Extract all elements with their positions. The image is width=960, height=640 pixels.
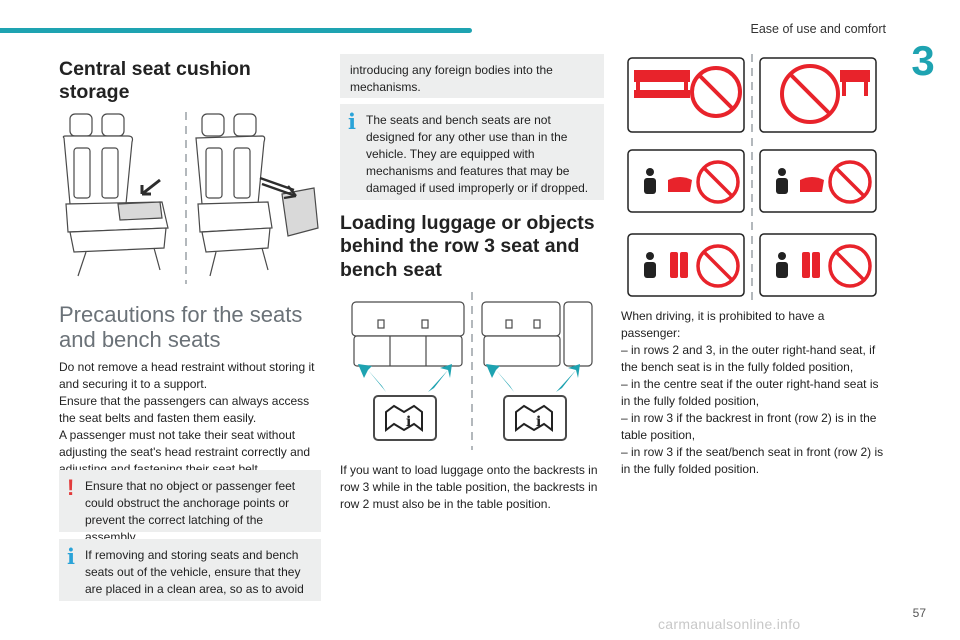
chapter-title: Ease of use and comfort bbox=[750, 22, 887, 36]
page-number: 57 bbox=[912, 606, 926, 620]
prohibition-intro: When driving, it is prohibited to have a… bbox=[621, 309, 825, 340]
central-seat-cushion-title: Central seat cushion storage bbox=[59, 58, 251, 104]
prohibition-item-4: – in row 3 if the seat/bench seat in fro… bbox=[621, 445, 884, 476]
warning-note: ! Ensure that no object or passenger fee… bbox=[59, 470, 321, 544]
warning-icon: ! bbox=[67, 475, 75, 500]
precaution-paragraph-3: A passenger must not take their seat wit… bbox=[59, 428, 311, 476]
prohibition-item-2: – in the centre seat if the outer right-… bbox=[621, 377, 879, 408]
svg-text:i: i bbox=[536, 414, 541, 430]
info-note-storage: i If removing and storing seats and benc… bbox=[59, 539, 321, 601]
info-note-storage-text: If removing and storing seats and bench … bbox=[85, 548, 304, 596]
precaution-paragraph-1: Do not remove a head restraint without s… bbox=[59, 360, 315, 391]
precaution-paragraph-2: Ensure that the passengers can always ac… bbox=[59, 394, 310, 425]
luggage-paragraph: If you want to load luggage onto the bac… bbox=[340, 463, 598, 511]
warning-note-text: Ensure that no object or passenger feet … bbox=[85, 479, 296, 544]
seat-cushion-illustration bbox=[62, 112, 319, 284]
info-note-usage-text: The seats and bench seats are not design… bbox=[366, 113, 589, 195]
info-note-usage: i The seats and bench seats are not desi… bbox=[340, 104, 604, 200]
precautions-title: Precautions for the seats and bench seat… bbox=[59, 302, 303, 353]
info-note-continued: introducing any foreign bodies into the … bbox=[340, 54, 604, 98]
watermark: carmanualsonline.info bbox=[658, 616, 801, 632]
prohibition-item-3: – in row 3 if the backrest in front (row… bbox=[621, 411, 877, 442]
prohibited-passenger-pictograms bbox=[627, 54, 877, 302]
loading-luggage-title: Loading luggage or objects behind the ro… bbox=[340, 212, 595, 281]
chapter-number: 3 bbox=[911, 37, 935, 84]
info-note-continued-text: introducing any foreign bodies into the … bbox=[350, 63, 553, 94]
svg-text:i: i bbox=[406, 414, 411, 430]
info-icon: i bbox=[348, 109, 356, 134]
prohibition-item-1: – in rows 2 and 3, in the outer right-ha… bbox=[621, 343, 876, 374]
luggage-illustration: i i bbox=[351, 292, 593, 450]
header-accent-bar bbox=[0, 28, 472, 33]
info-icon: i bbox=[67, 544, 75, 569]
